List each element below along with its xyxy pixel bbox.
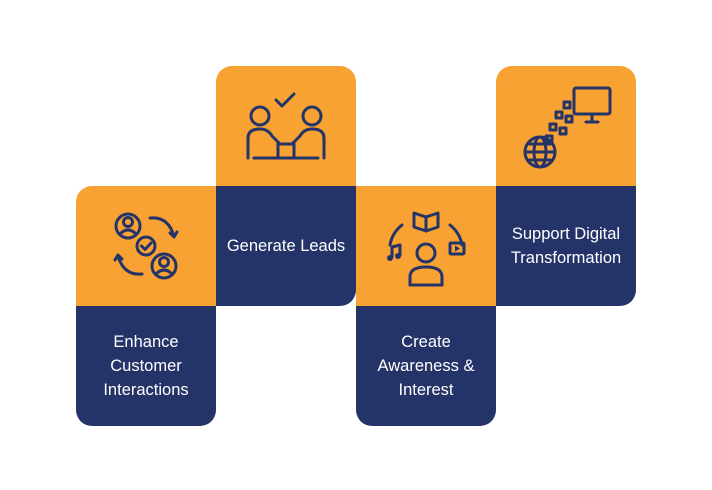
step-4-label: Support Digital Transformation: [510, 225, 622, 267]
customer-interaction-icon: [113, 212, 179, 280]
step-3-label: Create Awareness & Interest: [377, 333, 475, 399]
audience-media-icon: [387, 211, 466, 287]
step-1-label-tile: Enhance Customer Interactions: [76, 306, 216, 426]
step-3-label-tile: Create Awareness & Interest: [356, 306, 496, 426]
step-3-icon-tile: [356, 186, 496, 306]
step-4-label-tile: Support Digital Transformation: [496, 186, 636, 306]
step-2-icon-tile: [216, 66, 356, 186]
step-1-label: Enhance Customer Interactions: [103, 333, 189, 399]
handshake-deal-icon: [246, 92, 326, 160]
step-2-label-tile: Generate Leads: [216, 186, 356, 306]
step-1-icon-tile: [76, 186, 216, 306]
digital-globe-icon: [523, 86, 612, 169]
step-2-label: Generate Leads: [226, 237, 346, 255]
step-4-icon-tile: [496, 66, 636, 186]
